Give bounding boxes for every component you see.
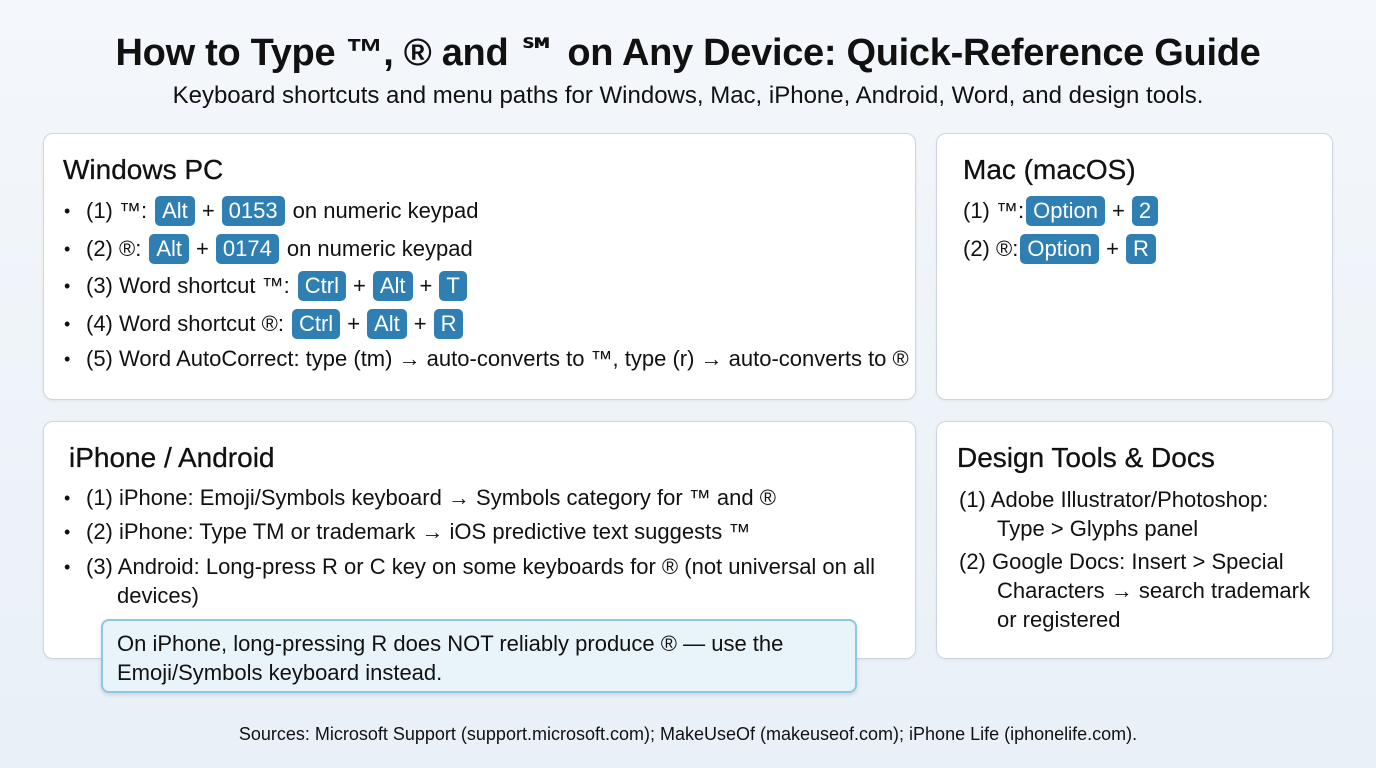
design-card: Design Tools & Docs (1) Adobe Illustrato… [936,421,1333,659]
mac-line-1: (1) ™: Option + 2 [963,196,1161,226]
mobile-line-2: • (2) iPhone: Type TM or trademark → iOS… [64,519,750,545]
line-prefix: (1) ™: [86,198,148,223]
key-0174: 0174 [215,234,279,264]
key-0153: 0153 [221,196,285,226]
page-title: How to Type ™, ® and ℠ on Any Device: Qu… [115,32,1261,74]
line-prefix: (3) Word shortcut ™: [86,273,290,298]
key-2: 2 [1131,196,1159,226]
line-text: (2) iPhone: Type TM or trademark → iOS p… [86,519,751,544]
mac-line-2: (2) ®: Option + R [963,234,1159,264]
plus-sign: + [419,273,433,298]
sources-footer: Sources: Microsoft Support (support.micr… [238,724,1138,744]
line-prefix: (2) ®: [86,236,142,261]
key-ctrl: Ctrl [297,271,346,301]
line-text: or registered [997,607,1121,632]
plus-sign: + [1111,198,1125,223]
line-prefix: (4) Word shortcut ®: [86,311,284,336]
line-text: (3) Android: Long-press R or C key on so… [86,554,876,579]
key-alt: Alt [155,196,195,226]
windows-card: Windows PC • (1) ™: Alt + 0153 on numeri… [43,133,916,400]
line-text: Characters → search trademark [997,578,1310,603]
windows-line-5: • (5) Word AutoCorrect: type (tm) → auto… [64,346,909,372]
line-text: Type > Glyphs panel [997,516,1199,541]
bullet-icon: • [64,238,71,259]
line-prefix: (1) ™: [963,198,1025,223]
bullet-icon: • [64,275,71,296]
mac-heading: Mac (macOS) [963,154,1136,185]
key-ctrl: Ctrl [291,309,341,339]
mac-card: Mac (macOS) (1) ™: Option + 2 (2) ®: Opt… [936,133,1333,400]
line-text: (1) iPhone: Emoji/Symbols keyboard → Sym… [86,485,776,510]
bullet-icon: • [64,487,71,508]
design-heading: Design Tools & Docs [957,442,1215,473]
key-alt: Alt [367,309,407,339]
line-text: devices) [117,583,199,608]
key-option: Option [1026,196,1105,226]
bullet-icon: • [64,521,71,542]
line-text: (2) Google Docs: Insert > Special [959,549,1284,574]
line-prefix: (2) ®: [963,236,1019,261]
bullet-icon: • [64,556,71,577]
windows-heading: Windows PC [63,154,224,185]
key-t: T [439,271,467,301]
callout-line: Emoji/Symbols keyboard instead. [117,660,443,685]
plus-sign: + [196,236,209,261]
warning-callout: On iPhone, long-pressing R does NOT reli… [101,619,857,693]
mobile-line-3-cont: devices) [117,583,199,609]
page-subtitle: Keyboard shortcuts and menu paths for Wi… [172,82,1204,109]
key-option: Option [1020,234,1100,264]
windows-line-1: • (1) ™: Alt + 0153 on numeric keypad [64,196,479,226]
line-text: (5) Word AutoCorrect: type (tm) → auto-c… [86,346,909,371]
plus-sign: + [347,311,361,336]
bullet-icon: • [64,348,71,369]
line-suffix: on numeric keypad [286,236,473,261]
key-r: R [1126,234,1156,264]
windows-line-3: • (3) Word shortcut ™: Ctrl + Alt + T [64,271,470,301]
plus-sign: + [201,198,215,223]
key-alt: Alt [372,271,413,301]
design-item-2: (2) Google Docs: Insert > Special Charac… [959,547,1310,634]
key-r: R [433,309,464,339]
windows-line-2: • (2) ®: Alt + 0174 on numeric keypad [64,234,473,264]
callout-line: On iPhone, long-pressing R does NOT reli… [117,631,784,656]
mobile-line-3: • (3) Android: Long-press R or C key on … [64,554,875,580]
windows-line-4: • (4) Word shortcut ®: Ctrl + Alt + R [64,309,466,339]
mobile-line-1: • (1) iPhone: Emoji/Symbols keyboard → S… [64,485,776,511]
plus-sign: + [352,273,366,298]
bullet-icon: • [64,200,71,221]
line-text: (1) Adobe Illustrator/Photoshop: [959,487,1269,512]
bullet-icon: • [64,313,71,334]
plus-sign: + [413,311,427,336]
mobile-heading: iPhone / Android [69,442,275,473]
plus-sign: + [1106,236,1120,261]
key-alt: Alt [149,234,190,264]
line-suffix: on numeric keypad [292,198,479,223]
design-item-1: (1) Adobe Illustrator/Photoshop: Type > … [959,485,1268,543]
